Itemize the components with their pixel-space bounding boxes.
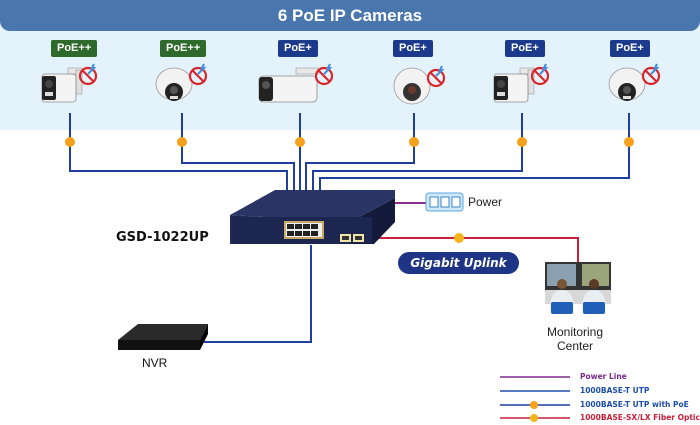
monitoring-center-label: Monitoring Center [542, 325, 608, 353]
legend-utp-poe: 1000BASE-T UTP with PoE [580, 400, 689, 409]
gigabit-uplink-label: Gigabit Uplink [398, 252, 519, 274]
nvr-link [200, 245, 312, 343]
monitoring-center-label-line1: Monitoring [546, 325, 604, 339]
power-supply-icon [425, 192, 464, 212]
legend-utp: 1000BASE-T UTP [580, 386, 650, 395]
nvr-label: NVR [142, 356, 168, 370]
diagram-title: 6 PoE IP Cameras [0, 0, 700, 31]
poe-badge: PoE+ [505, 40, 545, 57]
poe-marker [409, 137, 419, 147]
poe-marker [177, 137, 187, 147]
camera-2-link [181, 113, 295, 190]
dome-camera-icon [393, 65, 446, 105]
dome-camera-icon [155, 63, 208, 101]
camera-6-link [319, 113, 630, 190]
poe-badge: PoE+ [278, 40, 318, 57]
nvr-icon [118, 324, 208, 350]
monitoring-center-icon [545, 262, 611, 314]
poe-markers [65, 137, 634, 147]
bullet-camera-icon [41, 63, 98, 103]
fiber-link [370, 237, 579, 262]
poe-marker [65, 137, 75, 147]
camera-1-link [69, 113, 288, 190]
bullet-camera-icon [493, 63, 550, 103]
power-label: Power [468, 195, 503, 209]
poe-badge: PoE++ [160, 40, 207, 57]
poe-marker [295, 137, 305, 147]
poe-badge: PoE+ [393, 40, 433, 57]
fiber-marker [454, 233, 464, 243]
poe-badge: PoE+ [610, 40, 650, 57]
poe-marker [624, 137, 634, 147]
legend-lines [500, 376, 570, 422]
switch-icon [230, 190, 395, 244]
poe-marker [517, 137, 527, 147]
switch-model-label: GSD-1022UP [116, 230, 209, 245]
legend-power-line: Power Line [580, 372, 627, 381]
dome-camera-icon [608, 63, 661, 101]
bullet-camera-icon [258, 63, 334, 103]
legend-fiber: 1000BASE-SX/LX Fiber Optic [580, 413, 700, 422]
monitoring-center-label-line2: Center [556, 339, 594, 353]
poe-badge: PoE++ [51, 40, 98, 57]
